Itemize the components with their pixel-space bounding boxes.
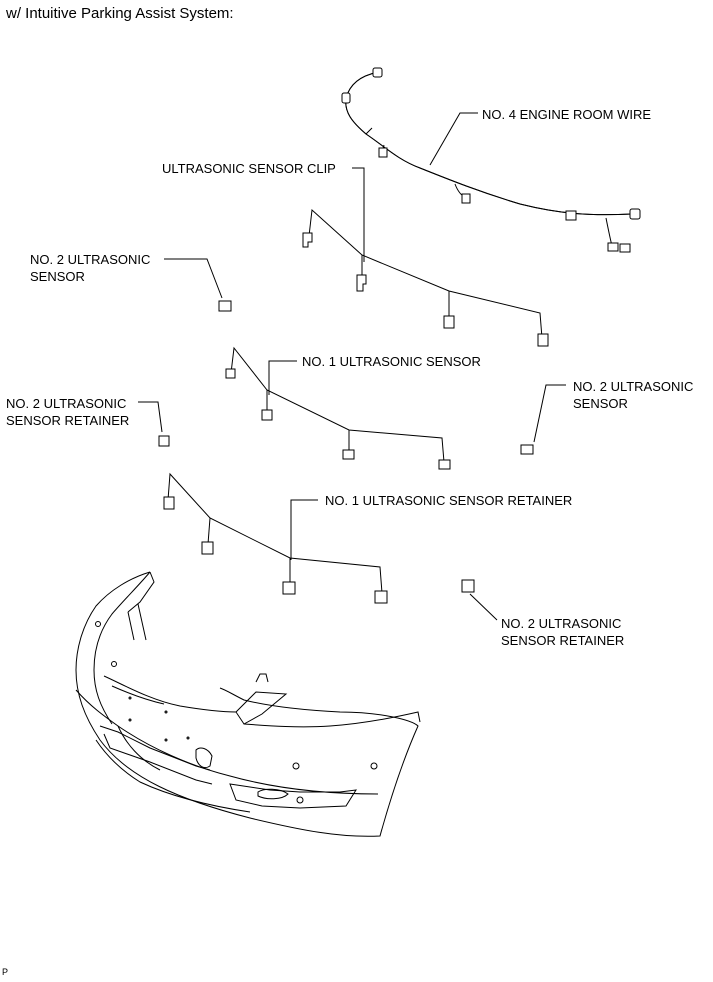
ultrasonic-sensor-icon — [261, 409, 273, 421]
ultrasonic-sensor-icon — [438, 459, 451, 470]
label-ultrasonic-sensor-clip: ULTRASONIC SENSOR CLIP — [162, 161, 336, 176]
label-no1-sensor-retainer: NO. 1 ULTRASONIC SENSOR RETAINER — [325, 493, 573, 508]
label-no1-ultrasonic-sensor: NO. 1 ULTRASONIC SENSOR — [302, 354, 481, 369]
sensor-retainer-harness — [163, 472, 388, 604]
retainer-icon — [374, 590, 388, 604]
leader-lines — [138, 112, 566, 621]
sensor-harness-middle — [225, 346, 451, 470]
ultrasonic-sensor-icon — [225, 368, 236, 379]
sensor-clip-icon — [302, 232, 313, 248]
retainer-icon — [201, 541, 214, 555]
retainer-icon — [282, 581, 296, 595]
no2-retainer-right-icon — [461, 579, 475, 593]
label-no2-sensor-retainer-right: NO. 2 ULTRASONIC SENSOR RETAINER — [501, 616, 625, 648]
no2-ultrasonic-sensor-left-icon — [218, 300, 232, 312]
footer-code: P — [2, 967, 9, 977]
ultrasonic-sensor-icon — [342, 449, 355, 460]
engine-room-wire-harness — [341, 67, 641, 253]
sensor-clip-icon — [443, 315, 455, 329]
page-title: w/ Intuitive Parking Assist System: — [6, 5, 234, 22]
no2-ultrasonic-sensor-right-icon — [520, 444, 534, 455]
label-no2-sensor-retainer-left: NO. 2 ULTRASONIC SENSOR RETAINER — [6, 396, 130, 428]
sensor-clip-icon — [537, 333, 549, 347]
front-bumper-cover — [75, 571, 421, 837]
label-engine-room-wire: NO. 4 ENGINE ROOM WIRE — [482, 107, 652, 122]
retainer-icon — [163, 496, 175, 510]
label-no2-ultrasonic-sensor-left: NO. 2 ULTRASONIC SENSOR — [30, 252, 151, 284]
label-no2-ultrasonic-sensor-right: NO. 2 ULTRASONIC SENSOR — [573, 379, 694, 411]
sensor-clip-icon — [356, 274, 367, 292]
sensor-clip-harness — [302, 208, 549, 347]
no2-retainer-left-icon — [158, 435, 170, 447]
